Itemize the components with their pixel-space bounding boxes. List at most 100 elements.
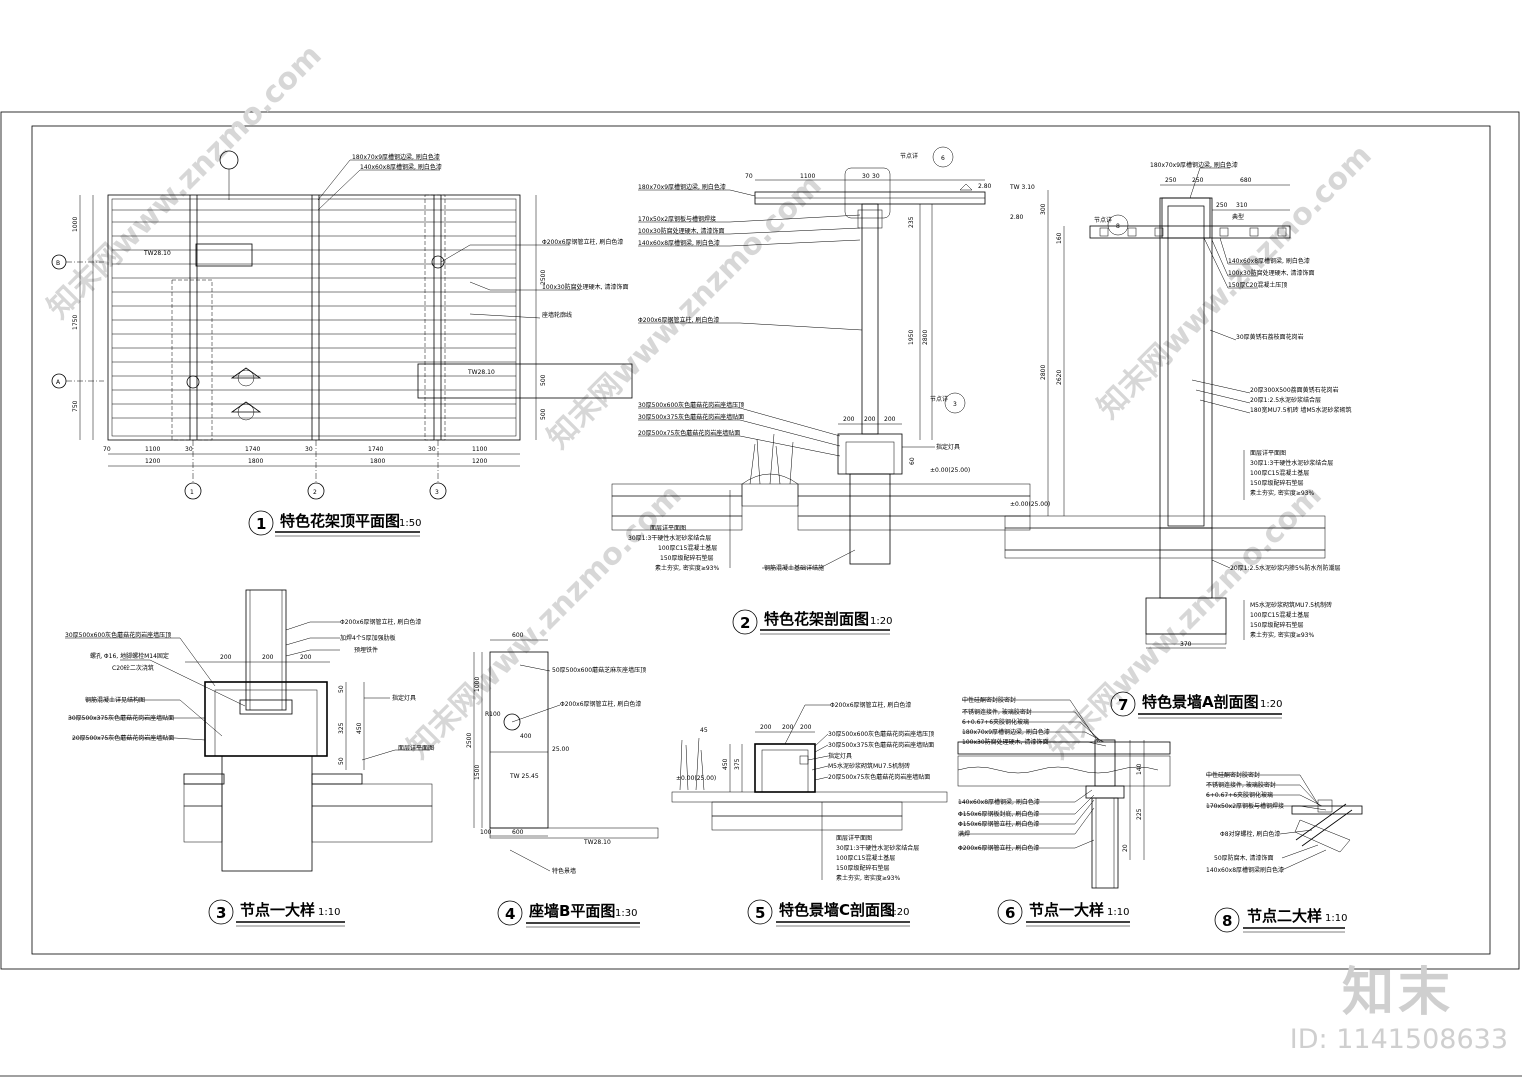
svg-text:螺孔 Φ16, 地脚螺栓M14固定: 螺孔 Φ16, 地脚螺栓M14固定 xyxy=(90,652,169,660)
svg-text:满焊: 满焊 xyxy=(958,830,970,838)
plan-drawing-4: 600 1000 2500 1500 100 600 400 R100 25.0… xyxy=(466,632,659,875)
svg-text:1:20: 1:20 xyxy=(1260,699,1282,710)
svg-text:100厚C15混凝土基层: 100厚C15混凝土基层 xyxy=(658,544,717,552)
detail-drawing-3: 200 200 200 50 325 450 50 Φ200x6厚钢管立柱, 刷… xyxy=(65,589,434,872)
title-8: 8 节点二大样 1:10 xyxy=(1214,907,1347,933)
svg-text:50厚防腐木, 清漆饰面: 50厚防腐木, 清漆饰面 xyxy=(1214,854,1273,862)
svg-text:R100: R100 xyxy=(485,711,501,718)
svg-text:3: 3 xyxy=(953,401,957,408)
inner-border xyxy=(31,125,1491,955)
svg-text:8: 8 xyxy=(1116,223,1120,230)
svg-text:1500: 1500 xyxy=(474,765,481,780)
svg-text:140: 140 xyxy=(1136,763,1143,775)
outer-border xyxy=(0,111,1520,970)
svg-text:180x70x9厚槽钢边梁, 刷白色漆: 180x70x9厚槽钢边梁, 刷白色漆 xyxy=(638,183,726,191)
detail-drawing-6: 140 225 20 中性硅酮密封胶密封 不锈钢连接件, 玻璃胶密封 6+0.6… xyxy=(957,696,1171,889)
svg-text:1:10: 1:10 xyxy=(1107,907,1129,918)
svg-text:140x60x8厚槽钢梁刷白色漆: 140x60x8厚槽钢梁刷白色漆 xyxy=(1206,866,1284,874)
brand-logo: 知末 xyxy=(1341,963,1454,1023)
svg-text:20厚500x75灰色蘑菇花岗岩座墙贴面: 20厚500x75灰色蘑菇花岗岩座墙贴面 xyxy=(72,734,174,742)
svg-text:1:10: 1:10 xyxy=(1325,913,1347,924)
svg-text:200: 200 xyxy=(760,724,772,731)
plan-drawing-1: TW28.10 TW28.10 B A 1 2 3 70 1100 30 174… xyxy=(51,150,633,500)
svg-text:1:20: 1:20 xyxy=(870,616,892,627)
svg-text:450: 450 xyxy=(356,722,363,734)
svg-text:200: 200 xyxy=(843,416,855,423)
svg-text:30厚500x375灰色蘑菇花岗岩座墙贴面: 30厚500x375灰色蘑菇花岗岩座墙贴面 xyxy=(828,741,934,749)
svg-text:310: 310 xyxy=(1236,202,1248,209)
title-4: 4 座墙B平面图 1:30 xyxy=(497,900,640,928)
svg-text:Φ200x6厚钢管立柱, 刷白色漆: Φ200x6厚钢管立柱, 刷白色漆 xyxy=(638,316,719,324)
svg-text:30: 30 xyxy=(862,173,870,180)
asset-id-label: ID: 1141508633 xyxy=(1289,1024,1508,1055)
svg-text:30: 30 xyxy=(872,173,880,180)
svg-text:预埋铁件: 预埋铁件 xyxy=(354,646,378,654)
svg-text:30厚1:3干硬性水泥砂浆结合层: 30厚1:3干硬性水泥砂浆结合层 xyxy=(836,844,919,852)
svg-text:30厚500x600灰色蘑菇花岗岩座墙压顶: 30厚500x600灰色蘑菇花岗岩座墙压顶 xyxy=(828,730,934,738)
svg-text:Φ150x6厚钢板封底, 刷白色漆: Φ150x6厚钢板封底, 刷白色漆 xyxy=(958,810,1039,818)
svg-text:节点详: 节点详 xyxy=(1094,216,1112,224)
svg-text:1100: 1100 xyxy=(800,173,815,180)
svg-text:30厚1:3干硬性水泥砂浆结合层: 30厚1:3干硬性水泥砂浆结合层 xyxy=(1250,459,1333,467)
svg-text:20厚500x75灰色蘑菇花岗岩座墙贴面: 20厚500x75灰色蘑菇花岗岩座墙贴面 xyxy=(828,773,930,781)
title-5: 5 特色景墙C剖面图 1:20 xyxy=(747,899,910,927)
svg-text:1800: 1800 xyxy=(370,458,385,465)
svg-text:325: 325 xyxy=(338,722,345,734)
svg-text:250: 250 xyxy=(1216,202,1228,209)
svg-text:1200: 1200 xyxy=(472,458,487,465)
svg-text:知末网www.znzmo.com: 知末网www.znzmo.com xyxy=(41,38,329,326)
title-3: 3 节点一大样 1:10 xyxy=(208,899,345,927)
plan1-level-tw1: TW28.10 xyxy=(143,250,171,257)
svg-text:素土夯实, 密实度≥93%: 素土夯实, 密实度≥93% xyxy=(1250,489,1314,497)
svg-text:TW28.10: TW28.10 xyxy=(583,839,611,846)
svg-text:140x60x8厚槽钢梁, 刷白色漆: 140x60x8厚槽钢梁, 刷白色漆 xyxy=(638,239,720,247)
svg-text:500: 500 xyxy=(540,408,547,420)
svg-text:1000: 1000 xyxy=(474,677,481,692)
svg-text:面层详平面图: 面层详平面图 xyxy=(836,834,872,842)
svg-text:150厚C20混凝土压顶: 150厚C20混凝土压顶 xyxy=(1228,281,1287,289)
grid-row-b: B xyxy=(56,260,60,267)
svg-text:节点一大样: 节点一大样 xyxy=(1029,901,1104,919)
svg-text:70: 70 xyxy=(745,173,753,180)
detail-drawing-8: 中性硅酮密封胶密封 不锈钢连接件, 玻璃胶密封 6+0.67+6夹胶钢化玻璃 1… xyxy=(1206,771,1363,874)
svg-text:30厚500x600灰色蘑菇花岗岩座墙压顶: 30厚500x600灰色蘑菇花岗岩座墙压顶 xyxy=(638,401,744,409)
svg-text:200: 200 xyxy=(300,654,312,661)
svg-text:指定灯具: 指定灯具 xyxy=(392,694,416,702)
svg-text:面层详平面图: 面层详平面图 xyxy=(650,524,686,532)
svg-text:200: 200 xyxy=(220,654,232,661)
grid-col-1: 1 xyxy=(190,489,194,496)
svg-text:Φ200x6厚钢管立柱, 刷白色漆: Φ200x6厚钢管立柱, 刷白色漆 xyxy=(340,618,421,626)
svg-text:450: 450 xyxy=(722,758,729,770)
svg-text:M5水泥砂浆砌筑MU7.5机制砖: M5水泥砂浆砌筑MU7.5机制砖 xyxy=(828,762,910,770)
svg-text:TW 3.10: TW 3.10 xyxy=(1009,184,1035,191)
svg-text:面层详平面图: 面层详平面图 xyxy=(1250,449,1286,457)
svg-text:M5水泥砂浆砌筑MU7.5机制砖: M5水泥砂浆砌筑MU7.5机制砖 xyxy=(1250,601,1332,609)
svg-text:1100: 1100 xyxy=(472,446,487,453)
title-7: 7 特色景墙A剖面图 1:20 xyxy=(1110,691,1282,719)
svg-text:250: 250 xyxy=(1192,177,1204,184)
svg-text:100: 100 xyxy=(480,829,492,836)
svg-text:2: 2 xyxy=(740,614,750,632)
svg-text:TW 25.45: TW 25.45 xyxy=(509,773,539,780)
svg-text:不锈钢连接件, 玻璃胶密封: 不锈钢连接件, 玻璃胶密封 xyxy=(962,708,1032,716)
svg-text:500: 500 xyxy=(540,374,547,386)
svg-text:钢筋混凝土基础详结施: 钢筋混凝土基础详结施 xyxy=(764,564,824,572)
svg-text:100厚C15混凝土基层: 100厚C15混凝土基层 xyxy=(836,854,895,862)
svg-text:节点一大样: 节点一大样 xyxy=(240,901,315,919)
svg-text:100厚C15混凝土基层: 100厚C15混凝土基层 xyxy=(1250,469,1309,477)
svg-text:1:50: 1:50 xyxy=(399,518,421,529)
svg-text:1950: 1950 xyxy=(908,330,915,345)
svg-text:指定灯具: 指定灯具 xyxy=(828,752,852,760)
svg-text:6+0.67+6夹胶钢化玻璃: 6+0.67+6夹胶钢化玻璃 xyxy=(962,718,1029,726)
title-6: 6 节点一大样 1:10 xyxy=(997,899,1130,927)
svg-text:20厚1:2.5水泥砂浆结合层: 20厚1:2.5水泥砂浆结合层 xyxy=(1250,396,1321,404)
svg-text:180x70x9厚槽钢边梁, 刷白色漆: 180x70x9厚槽钢边梁, 刷白色漆 xyxy=(962,728,1050,736)
svg-text:50厚500x600蘑菇芝麻灰座墙压顶: 50厚500x600蘑菇芝麻灰座墙压顶 xyxy=(552,666,646,674)
svg-text:素土夯实, 密实度≥93%: 素土夯实, 密实度≥93% xyxy=(1250,631,1314,639)
svg-text:100x30防腐处理硬木, 清漆饰面: 100x30防腐处理硬木, 清漆饰面 xyxy=(962,738,1048,746)
svg-text:150厚级配碎石垫层: 150厚级配碎石垫层 xyxy=(1250,621,1303,629)
svg-text:235: 235 xyxy=(908,216,915,228)
svg-text:加焊4个5厚加强肋板: 加焊4个5厚加强肋板 xyxy=(340,634,396,642)
svg-text:150厚级配碎石垫层: 150厚级配碎石垫层 xyxy=(836,864,889,872)
